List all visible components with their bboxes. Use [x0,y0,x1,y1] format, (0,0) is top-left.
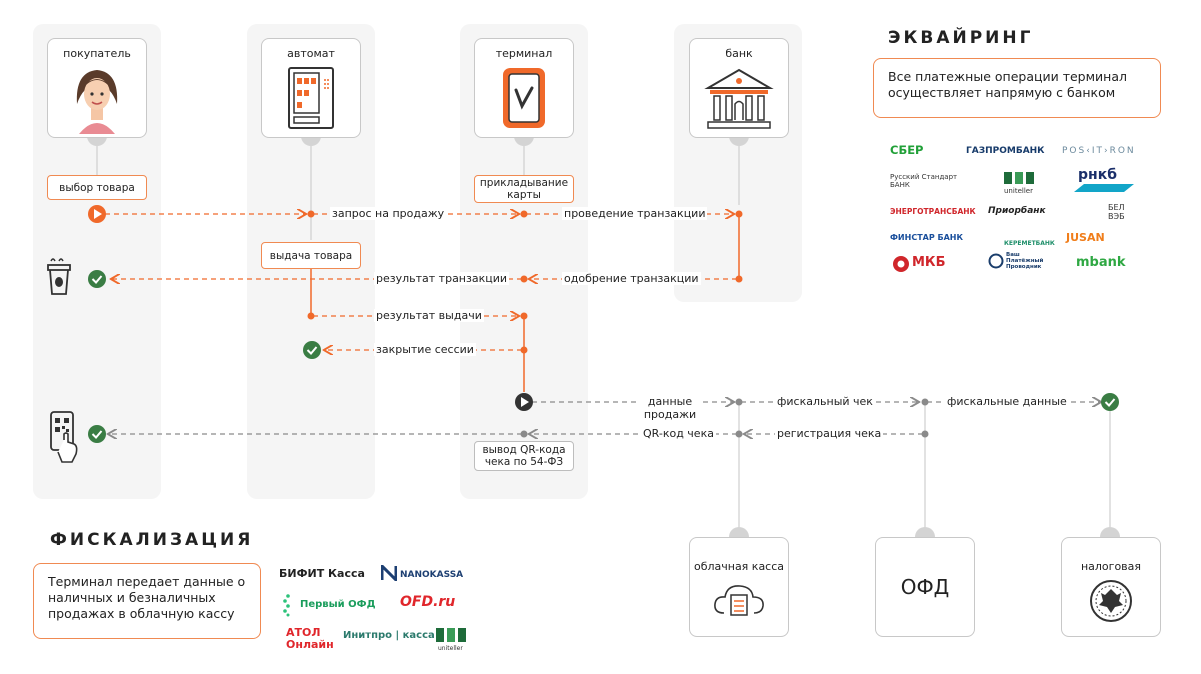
bank-logo-uniteller: uniteller [1004,187,1033,195]
fiscal-note: Терминал передает данные о наличных и бе… [33,563,261,639]
woman-avatar-icon [76,70,118,134]
phone-qr-icon [50,411,78,463]
payment-guide-mark-icon [988,253,1004,269]
flow-fiscal-receipt: фискальный чек [775,395,875,408]
actor-vending-card: автомат [261,38,361,138]
actor-ofd-card: ОФД [875,537,975,637]
first-ofd-mark-icon [283,594,290,617]
bank-logo-belveb: БЕЛ ВЭБ [1108,203,1125,221]
flow-close-session: закрытие сессии [374,343,476,356]
bank-logo-russian-standard: Русский Стандарт БАНК [890,173,958,189]
fiscal-title: ФИСКАЛИЗАЦИЯ [50,530,254,550]
bank-logo-positron: POS‹IT›RON [1062,146,1136,156]
bank-logo-sber: СБЕР [890,143,924,157]
provider-logo-uniteller: uniteller [438,645,463,652]
play-start-icon [88,205,106,223]
acquiring-note: Все платежные операции терминал осуществ… [873,58,1161,118]
actor-tax-card: налоговая [1061,537,1161,637]
actor-terminal-card: терминал [474,38,574,138]
bank-logo-energotransbank: ЭНЕРГОТРАНСБАНК [890,207,976,216]
bank-logo-rnkb: рнкб [1078,167,1117,183]
flow-dispense-result: результат выдачи [374,309,484,322]
bank-logo-mkb: МКБ [912,255,946,270]
flow-tx-approval: одобрение транзакции [562,272,701,285]
tag-dispense: выдача товара [261,242,361,269]
acquiring-title: ЭКВАЙРИНГ [888,28,1034,48]
flow-tx-result: результат транзакции [374,272,510,285]
actor-ofd-label: ОФД [900,575,950,599]
nanokassa-mark-icon [381,565,397,581]
flow-transaction: проведение транзакции [562,207,708,220]
bank-logo-jusan: JUSAN [1066,231,1105,244]
bank-logo-keremet: КЕРЕМЕТБАНК [1004,240,1055,247]
flow-qr-receipt: QR-код чека [641,427,716,440]
tag-card-tap: прикладывание карты [474,175,574,203]
provider-logo-nanokassa: NANOKASSA [400,570,464,580]
flow-receipt-reg: регистрация чека [775,427,884,440]
actor-cloud-label: облачная касса [693,560,785,573]
bank-logo-payment-guide: Ваш Платёжный Проводник [1006,252,1044,270]
tag-qr-output: вывод QR-кода чека по 54-ФЗ [474,441,574,471]
provider-logo-ofdru: OFD.ru [400,594,456,610]
bank-building-icon [704,68,774,129]
actor-vending-label: автомат [287,47,335,60]
actor-bank-label: банк [725,47,753,60]
actor-tax-label: налоговая [1080,560,1142,573]
play-fiscal-icon [515,393,533,411]
uniteller-fiscal-mark-icon [436,628,466,642]
tag-choose-item: выбор товара [47,175,147,200]
provider-logo-atol: АТОЛ Онлайн [286,626,334,651]
check-qr-icon [88,425,106,443]
bank-logo-priorbank: Приорбанк [988,206,1046,216]
provider-logo-initpro: Инитпро | касса [343,630,435,641]
coffee-cup-icon [47,258,71,295]
actor-cloud-card: облачная касса [689,537,789,637]
tax-emblem-icon [1090,580,1132,622]
bank-logo-finstar: ФИНСТАР БАНК [890,233,964,242]
flow-fiscal-data: фискальные данные [945,395,1069,408]
actor-terminal-label: терминал [495,47,553,60]
flow-sale-data: данные продажи [640,395,700,421]
provider-logo-bifit: БИФИТ Касса [279,567,365,580]
provider-logo-first-ofd: Первый ОФД [300,599,376,610]
actor-buyer-card: покупатель [47,38,147,138]
bank-logo-gazprombank: ГАЗПРОМБАНК [966,146,1045,156]
check-tx-icon [88,270,106,288]
actor-buyer-label: покупатель [63,47,131,60]
flow-sale-request: запрос на продажу [330,207,447,220]
check-tax-icon [1101,393,1119,411]
check-session-icon [303,341,321,359]
bank-logo-mbank: mbank [1076,255,1126,270]
uniteller-mark-icon [1004,172,1034,184]
cloud-register-icon [714,585,764,616]
rnkb-stripe-icon [1074,184,1134,192]
mkb-mark-icon [893,256,909,272]
actor-bank-card: банк [689,38,789,138]
payment-terminal-icon [503,68,545,128]
vending-machine-icon [288,67,334,129]
